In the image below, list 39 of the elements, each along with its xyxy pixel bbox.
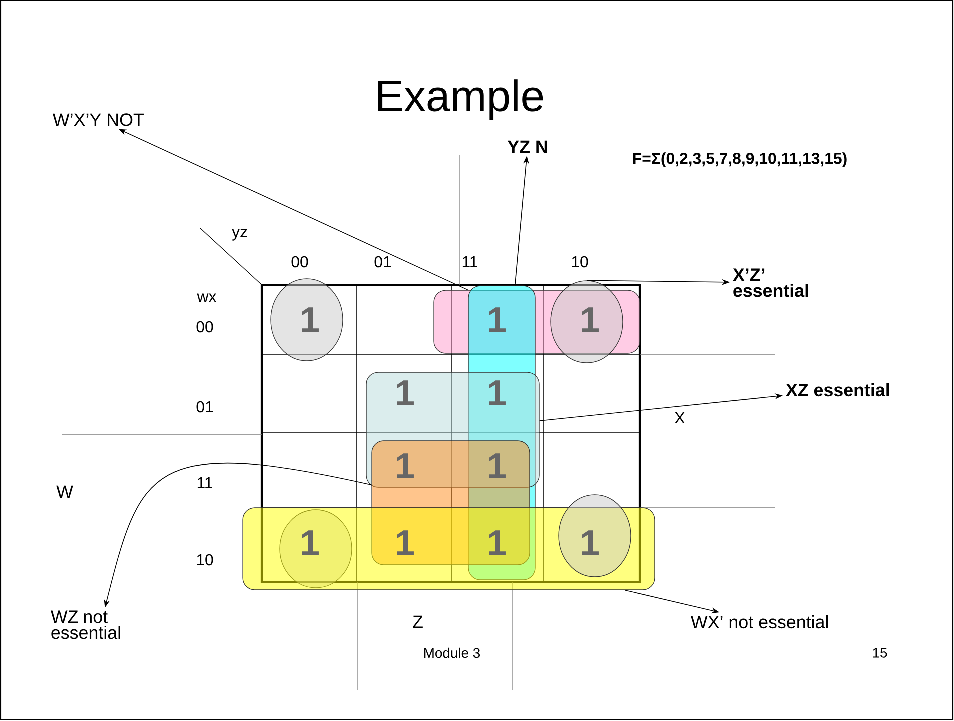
cell-value: 1 (397, 530, 414, 556)
axis-label: 01 (196, 401, 214, 413)
cell-value: 1 (302, 530, 319, 556)
group-loop (242, 508, 656, 590)
axis-label: X (675, 412, 685, 424)
footer-text: Module 3 (424, 648, 480, 658)
function-formula: F=Σ(0,2,3,5,7,8,9,10,11,13,15) (633, 152, 847, 168)
group-circle (558, 494, 632, 578)
axis-label: yz (232, 229, 248, 241)
cell-value: 1 (302, 308, 319, 332)
group-loop (434, 290, 640, 354)
callout-text: XZ essential (786, 383, 890, 397)
cell-value: 1 (582, 308, 599, 332)
callout-text: X’Z’ essential (733, 268, 808, 298)
callout-text: WX’ not essential (691, 615, 828, 629)
axis-label: 10 (197, 554, 214, 566)
group-circle (270, 278, 344, 362)
footer-text: 15 (873, 648, 888, 658)
axis-label: 00 (196, 321, 214, 333)
cell-value: 1 (582, 530, 599, 556)
group-circle (550, 280, 624, 364)
cell-value: 1 (489, 454, 506, 478)
cell-value: 1 (489, 308, 506, 332)
axis-label: 01 (374, 256, 392, 268)
cell-value: 1 (489, 380, 506, 406)
axis-label: wx (197, 294, 217, 302)
cell-value: 1 (397, 380, 414, 406)
callout-text: YZ N (508, 140, 548, 154)
variable-label: W (56, 486, 74, 498)
variable-label: Z (413, 616, 423, 628)
group-loop (366, 372, 540, 488)
cell-value: 1 (397, 454, 414, 478)
axis-label: 11 (198, 478, 212, 488)
callout-text: W’X’Y NOT (53, 114, 144, 126)
slide-title: Example (378, 80, 544, 120)
axis-label: 11 (462, 256, 478, 268)
callout-text: WZ not essential (51, 610, 120, 640)
axis-label: 10 (572, 256, 588, 268)
cell-value: 1 (489, 530, 506, 556)
